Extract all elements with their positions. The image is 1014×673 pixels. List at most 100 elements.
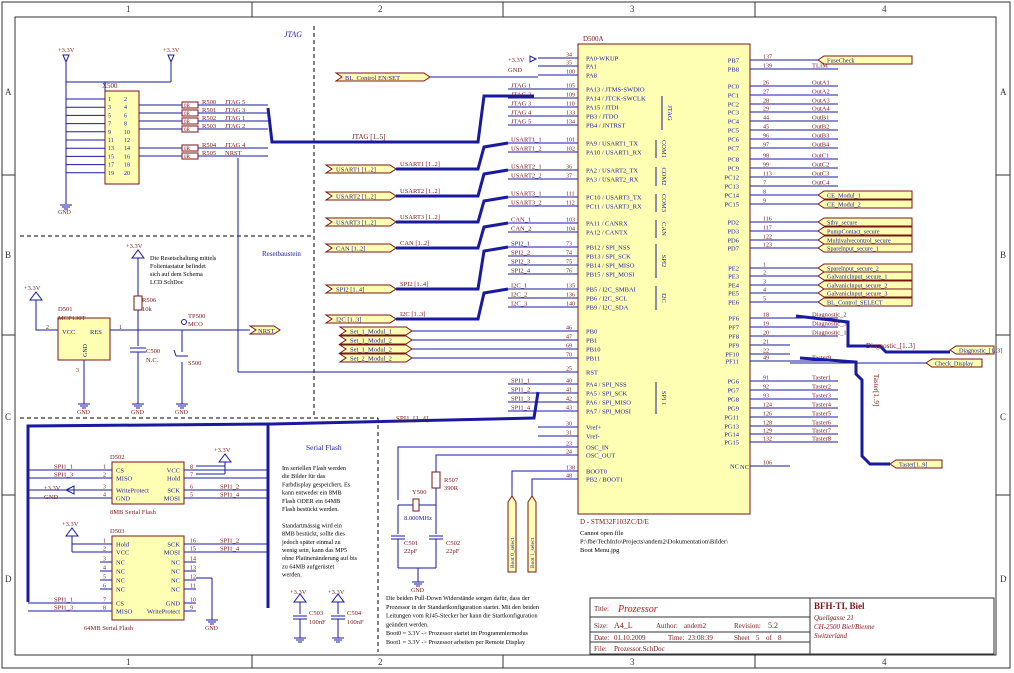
d501-part: MCP130T [58, 315, 85, 322]
right-port[interactable] [817, 235, 913, 245]
x500-pin-left: 9 [108, 130, 111, 136]
left-bus-port[interactable] [324, 284, 397, 294]
left-bus-port[interactable] [324, 217, 397, 227]
mcu-left-pin-num: 134 [566, 120, 575, 126]
left-bus-port[interactable] [324, 314, 397, 324]
time-label: Time: [668, 634, 685, 642]
boot0-port[interactable] [507, 495, 517, 573]
boot-note-line: Boot1 = 3.3V -> Prozessor arbeiten per R… [386, 639, 526, 646]
d503-pin-num-left: 4 [103, 566, 106, 572]
bl-enset-port[interactable] [334, 72, 431, 82]
sheet-value: 5 [756, 634, 760, 642]
c504-vcc: +3.3V [328, 589, 345, 596]
mcu-left-pin-num: 109 [566, 93, 575, 99]
right-port[interactable] [925, 358, 983, 368]
d503-pin-right: GND [166, 601, 180, 608]
boot0-label: Boot 0_select [510, 537, 516, 568]
right-port[interactable] [817, 55, 913, 65]
left-bus-port-label: USART3 [1..2] [336, 220, 376, 227]
mcu-left-pin-num: 136 [566, 293, 575, 299]
mcu-right-net: OutB3 [812, 133, 829, 140]
mcu-left-net: SPI2_2 [511, 250, 530, 257]
company: BFH-TI, Biel [814, 601, 865, 611]
right-port[interactable] [817, 190, 913, 200]
mcu-left-pin-num: 23 [566, 442, 572, 448]
d503-net-left: SPI1_1 [54, 597, 73, 604]
left-bus-label: USART1 [1..2] [400, 161, 440, 168]
set-module-port[interactable] [338, 326, 413, 336]
d502-gnd-left: GND [44, 494, 58, 501]
frame-col-bottom: 4 [882, 657, 887, 667]
left-bus-port-label: I2C [1..3] [336, 317, 361, 324]
right-port[interactable] [817, 288, 913, 298]
mcu-left-pin-num: 73 [566, 242, 572, 248]
right-port[interactable] [817, 271, 913, 281]
reset-circuit: Die Resetschaltung mittelsFolientastatur… [24, 243, 281, 416]
d503-vcc-left: +3.3V [62, 521, 79, 528]
d503-pin-num-right: 15 [190, 547, 196, 553]
address-line-2: CH-2500 Biel/Bienne [814, 623, 874, 631]
mcu-right-pin-num: 49 [763, 356, 769, 362]
mcu-left-net: USART3_2 [511, 200, 542, 207]
mcu-part: D - STM32F103ZC/D/E [580, 518, 649, 526]
d502-pin-num-left: 1 [103, 465, 106, 471]
boot1-label: Boot 1_select [530, 537, 536, 568]
reset-gnd-2: GND [131, 410, 145, 416]
left-bus-port[interactable] [324, 164, 397, 174]
left-bus-port[interactable] [324, 191, 397, 201]
right-port[interactable] [889, 459, 943, 469]
time-value: 23:08:39 [688, 634, 713, 642]
right-port[interactable] [817, 243, 913, 253]
c502-ref: C502 [446, 540, 460, 547]
d503-body [111, 535, 185, 621]
flash-note-line: werden. [282, 572, 302, 579]
right-port[interactable] [817, 217, 913, 227]
mcu-left-pin-name: PA9 / USART1_TX [586, 141, 638, 148]
mcu-left-pin-name: PA6 / SPI_MISO [586, 400, 631, 407]
set-module-port[interactable] [338, 335, 413, 345]
boot1-port[interactable] [527, 495, 537, 573]
right-port[interactable] [817, 297, 913, 307]
mcu-left-net: JTAG 3 [511, 101, 531, 108]
right-port[interactable] [817, 226, 913, 236]
x500-pin-left: 7 [108, 122, 111, 128]
mcu-right-pin-num: 137 [763, 55, 772, 61]
set-module-port[interactable] [338, 344, 413, 354]
image-error-line: Boot Menu.jpg [580, 547, 620, 554]
vcc-arrow-2 [167, 54, 175, 64]
mcu-left-pin-name: PA7 / SPI_MOSI [586, 409, 631, 416]
y500-body [412, 498, 420, 512]
mcu-left-net: I2C_1 [511, 283, 527, 290]
d503-pin-right: SCK [167, 542, 180, 549]
mcu-left-pin-num: 104 [566, 227, 575, 233]
x500-pin-right: 2 [124, 97, 127, 103]
left-bus-wire [396, 168, 509, 198]
d503-pin-right: MOSI [164, 550, 180, 557]
jtag-resistor-ref: R504 [202, 142, 217, 149]
right-port[interactable] [817, 280, 913, 290]
right-port[interactable] [817, 199, 913, 209]
x500-pin-left: 19 [108, 171, 114, 177]
right-port[interactable] [949, 345, 995, 355]
d502-pin-right: VCC [167, 468, 180, 475]
boot-note-line: geändert werden. [386, 621, 429, 628]
x500-pin-left: 15 [108, 154, 114, 160]
mcu-left-pin-name: PB10 [586, 347, 600, 354]
set-module-port[interactable] [338, 353, 413, 363]
d503-pin-num-left: 8 [103, 606, 106, 612]
author-value: andem2 [684, 622, 707, 630]
right-port[interactable] [817, 263, 913, 273]
mcu-right-pin-name: PC1 [728, 93, 739, 100]
mcu-right-net: Diagnostic_3 [812, 321, 847, 328]
mcu-left-pin-name: PC10 / USART3_TX [586, 195, 642, 202]
gnd-label-jtag: GND [58, 210, 72, 216]
nrst-port[interactable] [248, 325, 281, 335]
jtag-resistor-val: 0R [184, 112, 191, 117]
mcu-right-pin-num: 123 [763, 243, 772, 249]
x500-pin-right: 20 [124, 171, 130, 177]
left-bus-port[interactable] [324, 243, 397, 253]
d502-pin-num-left: 2 [103, 473, 106, 479]
